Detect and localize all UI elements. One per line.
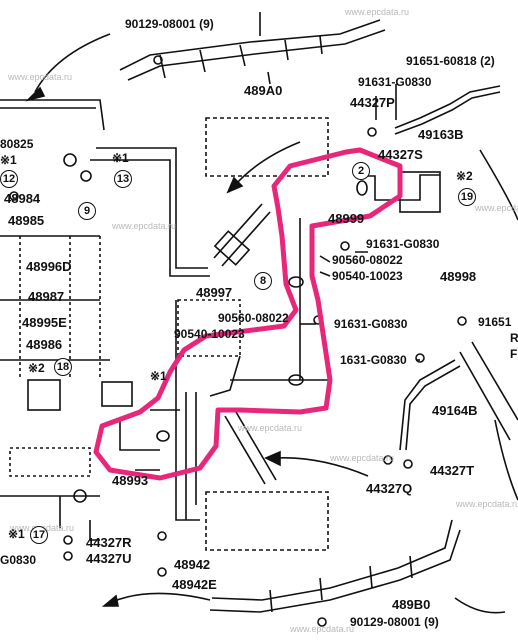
arrow-head-bottom-left: [101, 594, 119, 607]
dashed-box-top: [205, 117, 329, 177]
part-label: F: [510, 347, 518, 361]
module-left-lower: [9, 447, 91, 477]
reference-marker: ※1: [0, 153, 17, 167]
part-label: 90560-08022: [332, 253, 403, 267]
part-label: 48986: [26, 337, 63, 352]
cylinder-right: [459, 341, 518, 441]
part-label: 489A0: [244, 83, 283, 98]
part-label: 48942: [174, 557, 211, 572]
module-left-mid: [101, 381, 133, 407]
arrow-bottom-left: [111, 592, 211, 603]
watermark: www.epcdata.ru: [112, 221, 177, 231]
part-label: 80825: [0, 137, 34, 151]
part-label: 90540-10023: [174, 327, 245, 341]
part-label: 90129-08001 (9): [350, 615, 439, 629]
part-label: R: [510, 331, 518, 345]
part-label: 91631-G0830: [366, 237, 440, 251]
callout-circle: 13: [114, 170, 132, 188]
reference-marker: ※1: [150, 369, 167, 383]
part-label: 90560-08022: [218, 311, 289, 325]
reference-marker: ※2: [28, 361, 45, 375]
part-label: 44327Q: [366, 481, 413, 496]
watermark: www.epcdata.ru: [475, 203, 518, 213]
part-label: 49164B: [432, 403, 478, 418]
part-label: 1631-G0830: [340, 353, 407, 367]
part-label: 44327R: [86, 535, 132, 550]
part-label: 48987: [28, 289, 65, 304]
part-label: 90540-10023: [332, 269, 403, 283]
part-label: 48999: [328, 211, 365, 226]
part-label: 91631-G0830: [358, 75, 432, 89]
part-label: 44327S: [378, 147, 423, 162]
module-left-upper: [27, 379, 61, 411]
arrow-head-lower: [264, 450, 281, 467]
part-label: 91651: [478, 315, 512, 329]
part-label: 48993: [112, 473, 149, 488]
part-label: 91651-60818 (2): [406, 54, 495, 68]
hose-49164B: [399, 359, 456, 451]
damper-bottom: [224, 411, 277, 485]
hose-49163B: [394, 85, 501, 129]
arrow-top-left: [34, 33, 111, 93]
callout-circle: 8: [254, 272, 272, 290]
watermark: www.epcdata.ru: [456, 499, 518, 509]
part-label: 44327P: [350, 95, 395, 110]
part-label: 44327U: [86, 551, 132, 566]
part-label: 49163B: [418, 127, 464, 142]
part-label: 91631-G0830: [334, 317, 408, 331]
watermark: www.epcdata.ru: [238, 423, 303, 433]
arrow-mid: [235, 141, 301, 185]
watermark: www.epcdata.ru: [330, 453, 395, 463]
callout-circle: 9: [78, 202, 96, 220]
callout-circle: 18: [54, 358, 72, 376]
part-label: 48996D: [26, 259, 72, 274]
arrow-head-mid: [226, 176, 244, 194]
part-label: 48942E: [172, 577, 217, 592]
part-label: 48997: [196, 285, 233, 300]
reference-marker: ※1: [112, 151, 129, 165]
damper-top: [213, 203, 271, 267]
part-label: 48985: [8, 213, 45, 228]
watermark: www.epcdata.ru: [290, 624, 355, 634]
watermark: www.epcdata.ru: [345, 7, 410, 17]
rail-489B0: [209, 529, 461, 613]
part-label: 48984: [4, 191, 41, 206]
arrow-bottom-right: [454, 597, 506, 614]
dashed-box-bottom: [205, 491, 329, 551]
reference-marker: ※1: [8, 527, 25, 541]
part-label: 489B0: [392, 597, 431, 612]
callout-circle: 2: [352, 162, 370, 180]
callout-circle: 19: [458, 188, 476, 206]
part-label: 48995E: [22, 315, 67, 330]
callout-circle: 17: [30, 526, 48, 544]
part-label: 44327T: [430, 463, 475, 478]
part-label: 90129-08001 (9): [125, 17, 214, 31]
rail-489A0: [119, 19, 381, 71]
arrow-lower: [275, 457, 369, 477]
highlight-loop: [93, 147, 403, 481]
arrow-head-top-left: [25, 86, 46, 102]
reference-marker: ※2: [456, 169, 473, 183]
callout-circle: 12: [0, 170, 18, 188]
part-label: G0830: [0, 553, 37, 567]
watermark: www.epcdata.ru: [8, 72, 73, 82]
part-label: 48998: [440, 269, 477, 284]
